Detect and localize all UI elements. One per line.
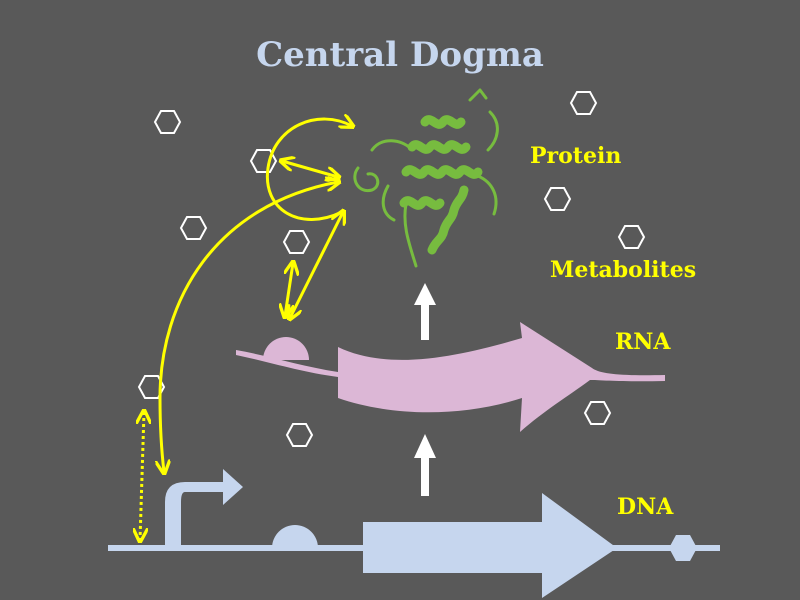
protein-dna-regulation-arrow (160, 182, 338, 472)
metabolite-hexagon-icon (282, 230, 311, 254)
protein-label: Protein (530, 143, 621, 169)
dna-label: DNA (617, 494, 674, 520)
metabolite-hexagon-icon (285, 423, 314, 447)
metabolite-hexagon-icon (569, 91, 598, 115)
dna-coding-arrow (363, 493, 617, 598)
protein-ribbon-icon (353, 88, 499, 268)
promoter-bent-arrow-icon (165, 469, 243, 548)
metabolite-hexagon-icon (583, 401, 612, 425)
metabolite-hexagon-icon (249, 149, 278, 173)
flow-arrows (414, 283, 436, 496)
metabolite-rna-arrow (285, 263, 293, 316)
rna-label: RNA (615, 329, 671, 355)
rna-coding-arrow (338, 322, 665, 432)
metabolites-label: Metabolites (550, 257, 696, 283)
metabolite-hexagon-icon (543, 187, 572, 211)
metabolite-hexagon-icon (179, 216, 208, 240)
protein-metabolite-arrow (282, 161, 338, 177)
rna-ribosome-binding-site (263, 337, 309, 360)
rna-strand (236, 350, 338, 377)
regulation-arrows (140, 119, 352, 540)
rna-molecule (236, 322, 665, 432)
dna-ribosome-binding-site (272, 525, 318, 548)
diagram-title: Central Dogma (256, 35, 544, 75)
metabolite-dna-dotted-arrow (140, 412, 144, 540)
metabolite-hexagon-icon (153, 110, 182, 134)
dna-molecule (108, 469, 720, 598)
protein-rna-arrow (290, 212, 343, 318)
dna-terminator-hexagon-icon (669, 535, 697, 561)
metabolite-hexagon-icon (617, 225, 646, 249)
transcription-arrow (414, 434, 436, 496)
translation-arrow (414, 283, 436, 340)
